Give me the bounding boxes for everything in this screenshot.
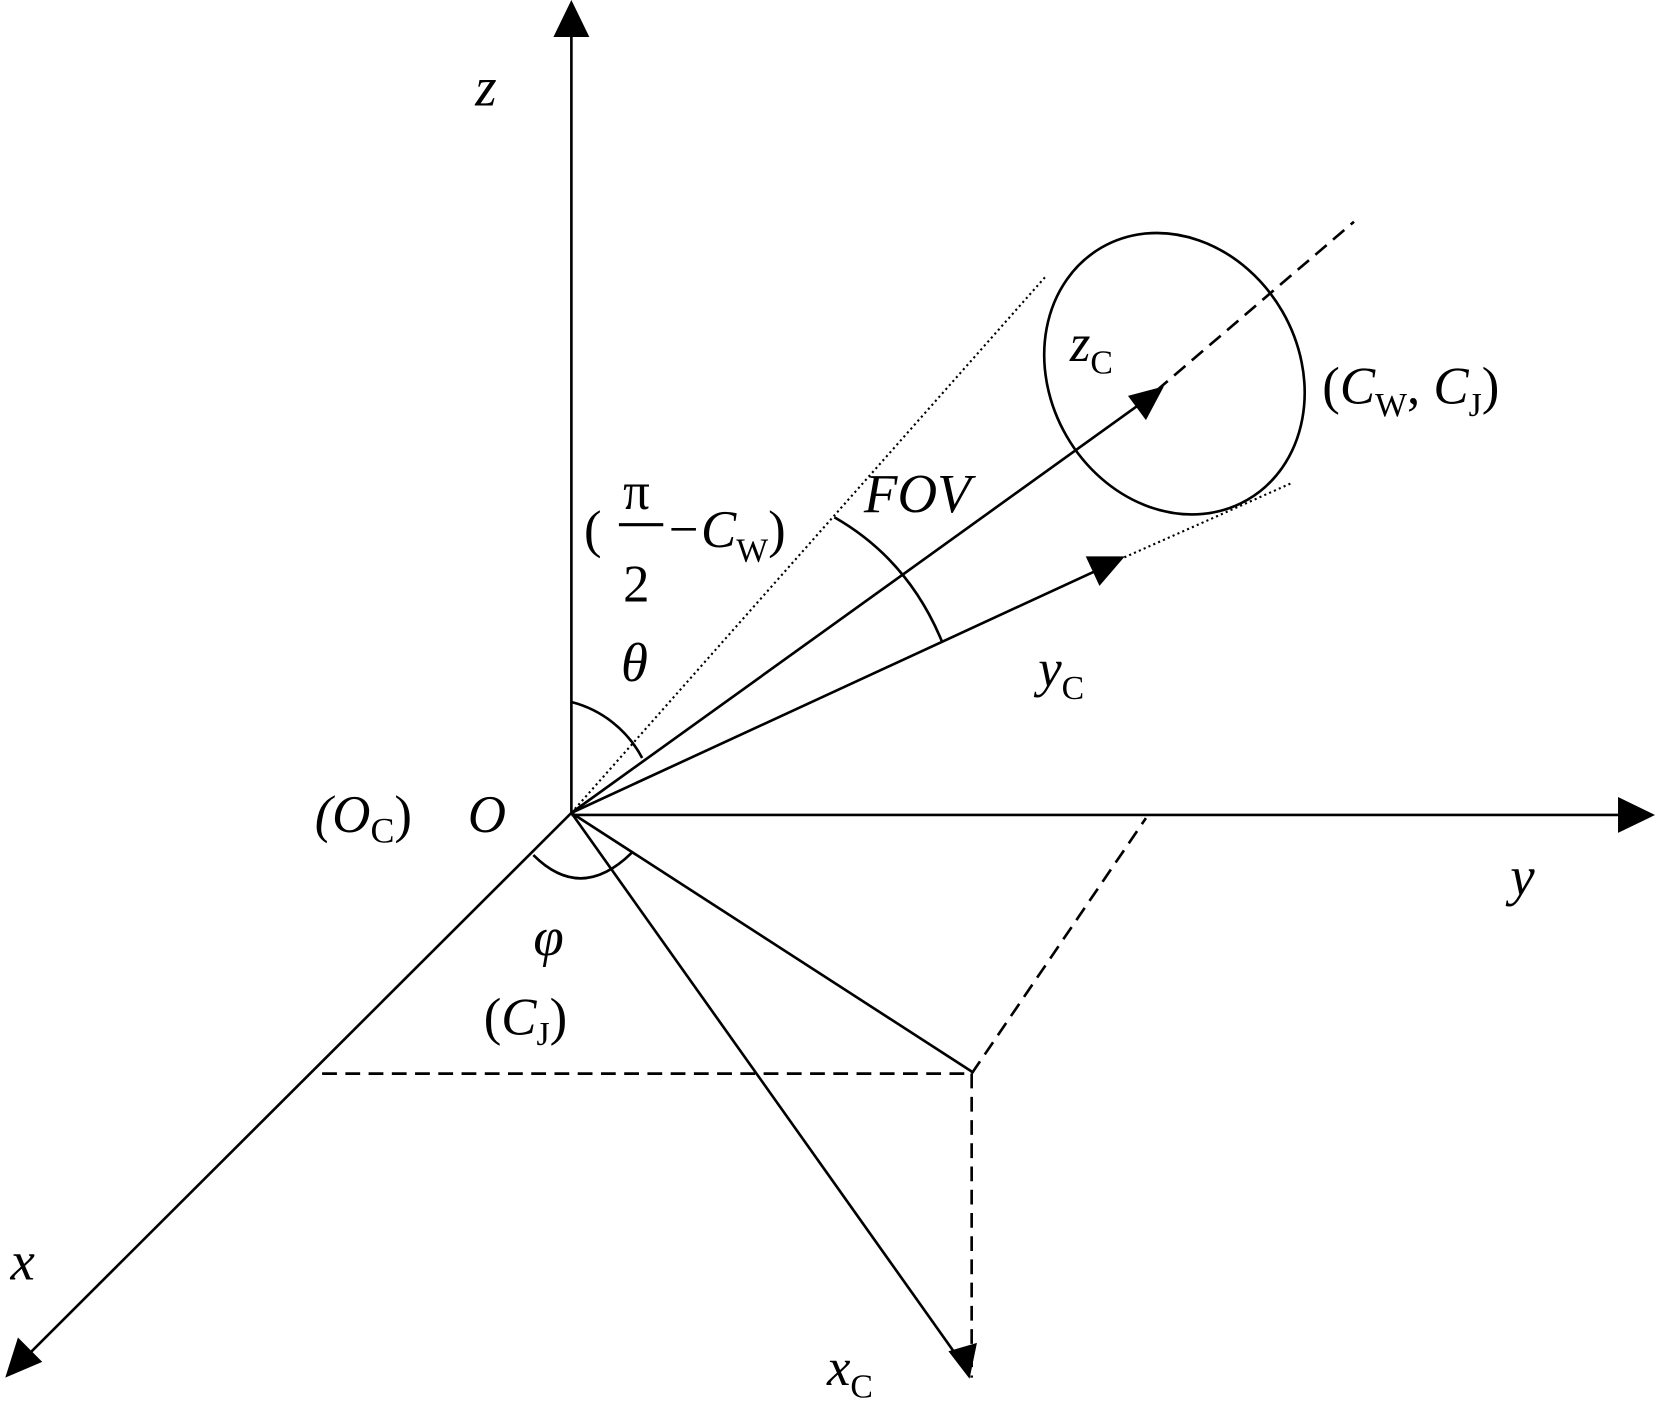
x-axis-label: x (10, 1230, 35, 1291)
svg-text:(OC): (OC) (315, 786, 412, 851)
yc-axis (570, 563, 1110, 815)
svg-text:π: π (623, 463, 650, 521)
zc-projection-line (570, 811, 973, 1073)
fov-ellipse (1042, 231, 1306, 516)
xc-axis (570, 812, 963, 1363)
fov-lower-boundary (1119, 482, 1292, 561)
theta-arc (571, 700, 644, 759)
phi-label: φ (533, 906, 563, 967)
z-axis-arrowhead (553, 0, 590, 37)
svg-text:(: ( (584, 501, 602, 559)
cj-label: (CJ) (484, 989, 568, 1054)
yc-label: yC (1033, 640, 1084, 707)
xc-arrowhead (948, 1342, 977, 1379)
phi-arc (532, 852, 633, 880)
theta-label: θ (621, 632, 648, 693)
pi-over-2-minus-cw-label: ( π 2 −CW) (584, 463, 786, 614)
x-axis (25, 811, 573, 1358)
z-axis-label: z (474, 57, 496, 118)
yc-arrowhead (1085, 556, 1125, 586)
y-axis-label: y (1505, 846, 1535, 907)
xc-label: xC (826, 1339, 873, 1406)
svg-text:−CW): −CW) (665, 501, 785, 570)
y-axis-arrowhead (1618, 797, 1655, 833)
fov-arc (833, 516, 944, 643)
fov-label: FOV (863, 463, 976, 524)
svg-text:O: O (468, 786, 506, 844)
zc-label: zC (1069, 315, 1113, 382)
origin-label: (OC) O (315, 786, 506, 851)
x-axis-arrowhead (5, 1337, 43, 1378)
fov-upper-boundary (570, 275, 1047, 814)
svg-text:2: 2 (623, 556, 649, 614)
zc-axis-extension (1155, 220, 1355, 392)
target-direction-label: (CW, CJ) (1322, 357, 1499, 424)
zc-arrowhead (1127, 386, 1164, 421)
y-projection-dashed (970, 817, 1148, 1075)
zc-axis (570, 394, 1152, 814)
